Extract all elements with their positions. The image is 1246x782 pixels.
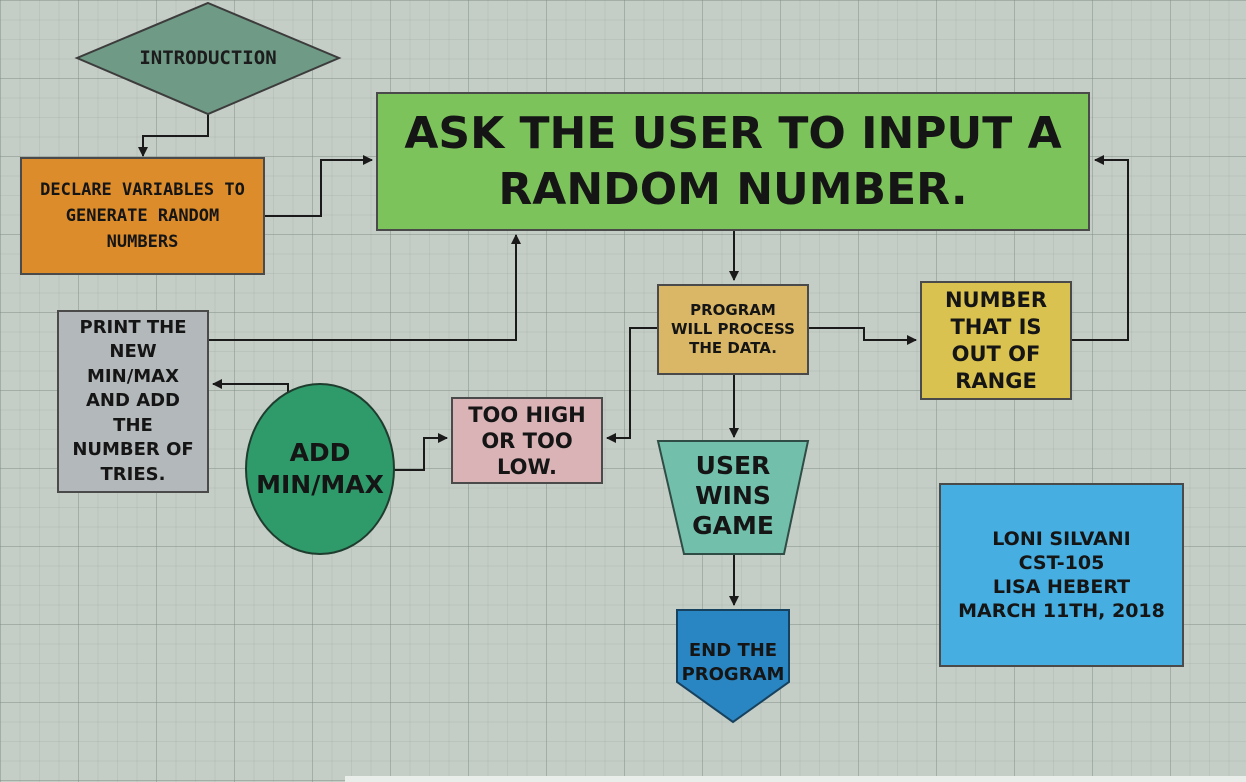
print-minmax-label: PRINT THE NEW MIN/MAX AND ADD THE NUMBER… [72, 316, 194, 485]
arrow-declare-to-ask [265, 155, 373, 217]
canvas-bottom-strip [345, 776, 1246, 782]
introduction-node: INTRODUCTION [100, 38, 316, 78]
end-program-label: END THE PROGRAM [681, 640, 785, 685]
arrow-process-to-outofrange [808, 327, 917, 345]
ask-user-label: ASK THE USER TO INPUT A RANDOM NUMBER. [404, 107, 1062, 215]
declare-variables-node: DECLARE VARIABLES TO GENERATE RANDOM NUM… [20, 157, 265, 275]
ask-user-node: ASK THE USER TO INPUT A RANDOM NUMBER. [376, 92, 1090, 231]
too-high-low-node: TOO HIGH OR TOO LOW. [451, 397, 603, 484]
declare-variables-label: DECLARE VARIABLES TO GENERATE RANDOM NUM… [40, 180, 245, 252]
add-minmax-label: ADD MIN/MAX [256, 438, 384, 499]
process-data-label: PROGRAM WILL PROCESS THE DATA. [671, 301, 795, 357]
add-minmax-node: ADD MIN/MAX [248, 425, 392, 513]
arrow-outofrange-to-ask [1071, 155, 1129, 341]
user-wins-label: USER WINS GAME [692, 451, 774, 540]
user-wins-node: USER WINS GAME [676, 446, 790, 546]
credits-box: LONI SILVANI CST-105 LISA HEBERT MARCH 1… [939, 483, 1184, 667]
end-program-node: END THE PROGRAM [677, 634, 789, 692]
too-high-low-label: TOO HIGH OR TOO LOW. [468, 402, 586, 479]
credits-instructor: LISA HEBERT [992, 576, 1131, 598]
introduction-label: INTRODUCTION [139, 47, 277, 69]
credits-date: MARCH 11TH, 2018 [958, 600, 1165, 622]
arrow-print-to-ask [209, 234, 521, 341]
arrow-addminmax-to-toohighlow [394, 433, 448, 471]
arrow-intro-to-declare [138, 114, 209, 157]
process-data-node: PROGRAM WILL PROCESS THE DATA. [657, 284, 809, 375]
out-of-range-node: NUMBER THAT IS OUT OF RANGE [920, 281, 1072, 400]
out-of-range-label: NUMBER THAT IS OUT OF RANGE [944, 287, 1048, 393]
credits-course: CST-105 [1018, 552, 1105, 574]
arrow-addminmax-to-print [212, 379, 289, 393]
credits-author: LONI SILVANI [992, 528, 1131, 550]
print-minmax-node: PRINT THE NEW MIN/MAX AND ADD THE NUMBER… [57, 310, 209, 493]
arrow-process-to-toohighlow [606, 327, 658, 443]
